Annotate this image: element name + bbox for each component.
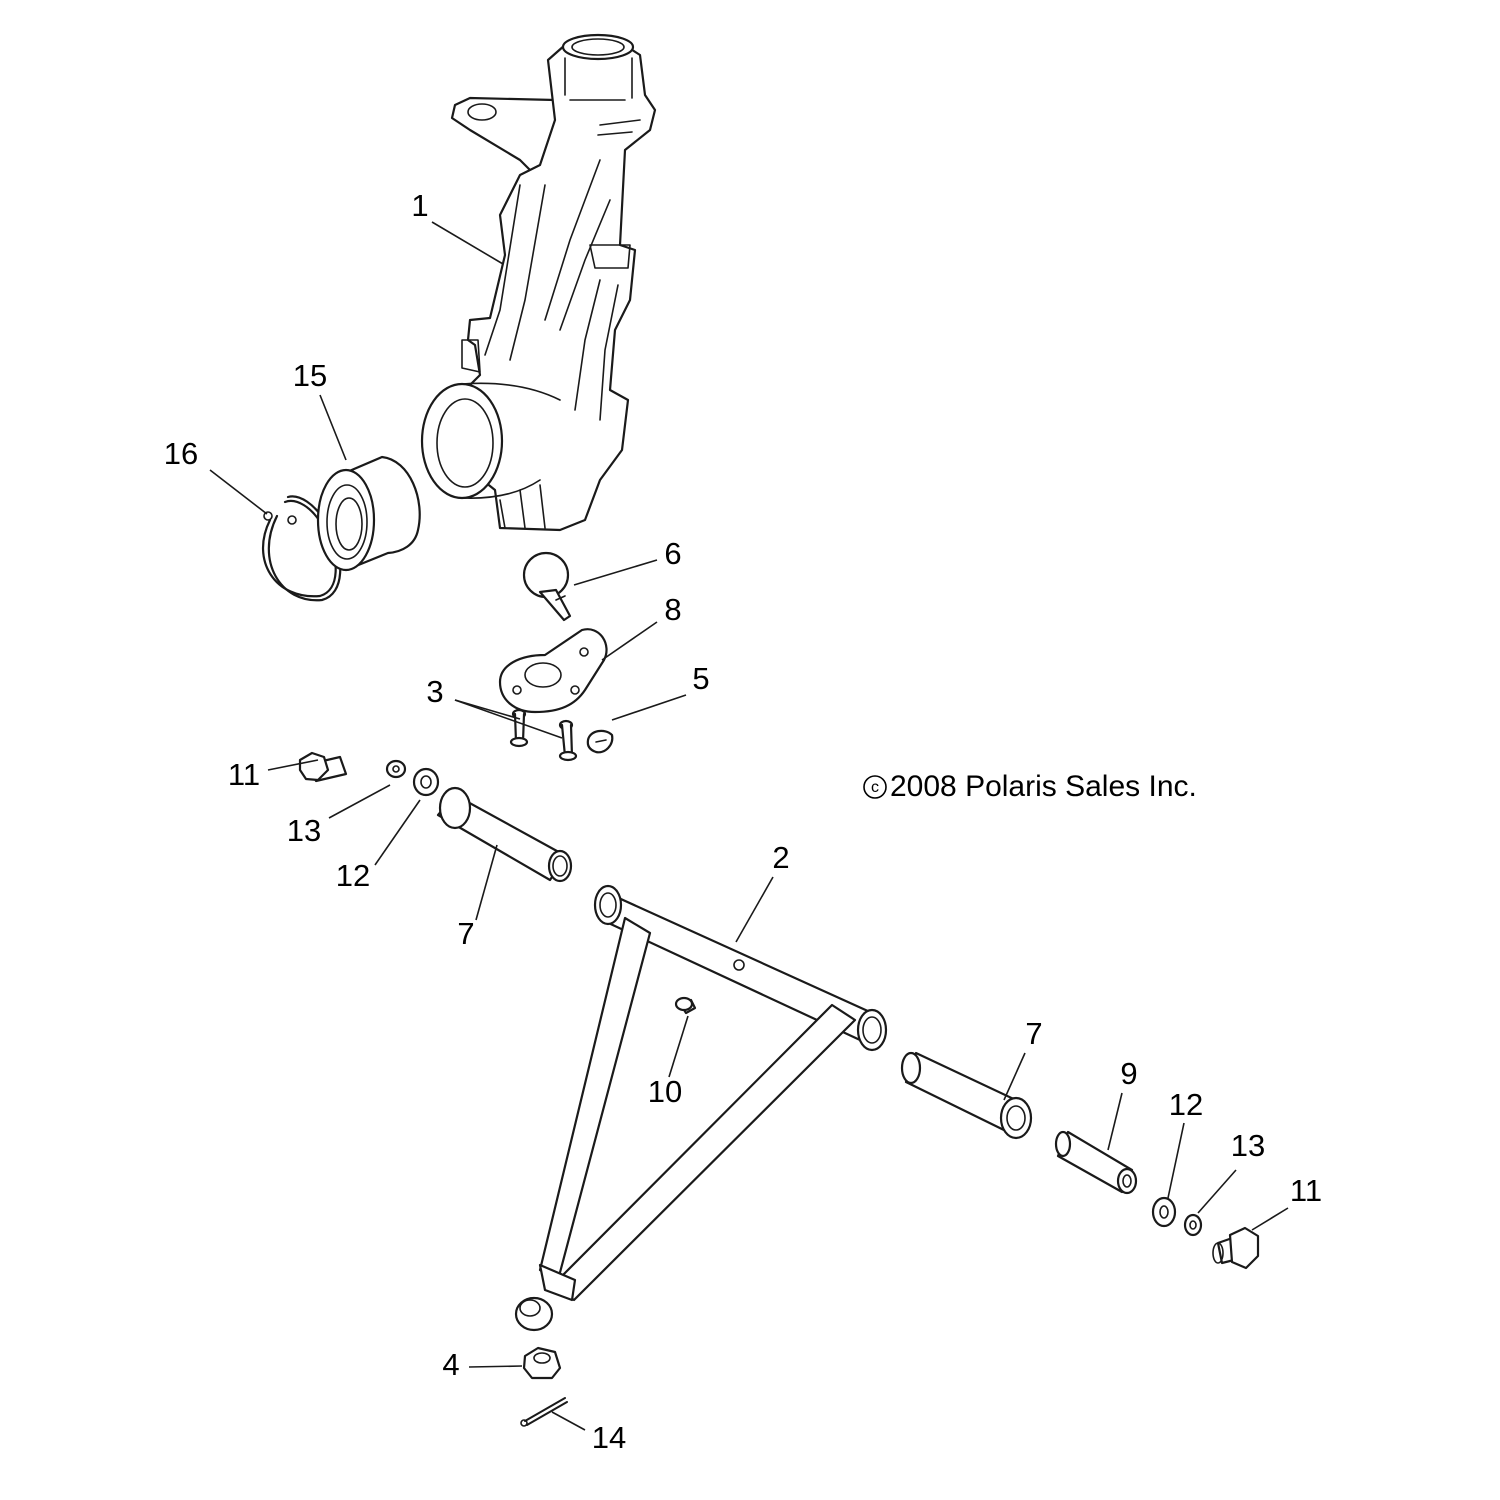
rivet-pair[interactable] — [509, 708, 578, 762]
callout-4: 4 — [442, 1347, 459, 1382]
callout-16: 16 — [164, 436, 198, 471]
castle-nut[interactable] — [522, 1346, 562, 1380]
grease-fitting[interactable] — [674, 996, 697, 1015]
callout-10: 10 — [648, 1074, 682, 1109]
flat-washer-right[interactable] — [1151, 1196, 1177, 1228]
cotter-pin[interactable] — [520, 1397, 568, 1427]
callout-14: 14 — [592, 1420, 626, 1455]
copyright-symbol: c — [871, 779, 879, 796]
callout-13-right: 13 — [1231, 1128, 1265, 1163]
steering-knuckle[interactable] — [420, 33, 657, 532]
copyright-text: 2008 Polaris Sales Inc. — [890, 770, 1197, 803]
callout-7-right: 7 — [1025, 1016, 1042, 1051]
callout-9: 9 — [1120, 1056, 1137, 1091]
callout-11-left: 11 — [228, 757, 260, 792]
callout-11-right: 11 — [1290, 1173, 1322, 1208]
lock-washer-left[interactable] — [385, 759, 407, 779]
ball-joint-plate[interactable] — [498, 628, 608, 714]
bushing-right[interactable] — [900, 1051, 1033, 1140]
copyright-circle — [863, 775, 887, 799]
callout-8: 8 — [664, 592, 681, 627]
wheel-bearing[interactable] — [316, 455, 421, 572]
leader-lines — [209, 221, 1289, 1431]
callout-labels: 1 15 16 6 8 3 5 11 13 12 7 2 10 7 9 12 1… — [164, 188, 1322, 1455]
callout-12-left: 12 — [336, 858, 370, 893]
bolt-left[interactable] — [298, 751, 348, 783]
bolt-right[interactable] — [1212, 1226, 1260, 1270]
lock-washer-right[interactable] — [1183, 1213, 1203, 1237]
callout-15: 15 — [293, 358, 327, 393]
callout-13-left: 13 — [287, 813, 321, 848]
retainer-nut[interactable] — [586, 729, 614, 754]
callout-6: 6 — [664, 536, 681, 571]
bushing-left[interactable] — [436, 786, 573, 883]
callout-2: 2 — [772, 840, 789, 875]
ball-joint[interactable] — [522, 551, 572, 622]
circlip[interactable] — [261, 495, 342, 602]
callout-5: 5 — [692, 661, 709, 696]
callout-12-right: 12 — [1169, 1087, 1203, 1122]
callout-7-left: 7 — [457, 916, 474, 951]
callout-1: 1 — [411, 188, 428, 223]
copyright-notice: c 2008 Polaris Sales Inc. — [863, 770, 1197, 803]
flat-washer-left[interactable] — [412, 767, 440, 797]
pivot-tube[interactable] — [1054, 1130, 1138, 1195]
a-arm[interactable] — [514, 884, 888, 1332]
callout-3: 3 — [426, 674, 443, 709]
